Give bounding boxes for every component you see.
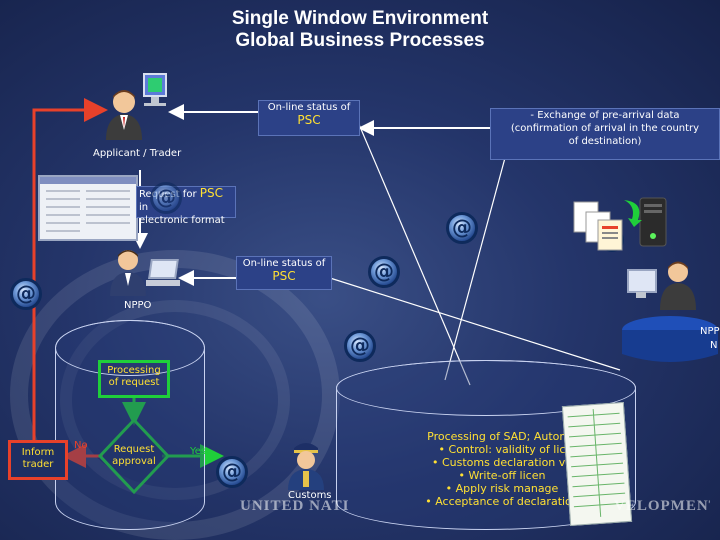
footer-right-text: VELOPMENT <box>614 498 710 514</box>
page-title: Single Window Environment Global Busines… <box>0 8 720 52</box>
download-arrow-icon <box>620 198 646 233</box>
nppo-label: NPPO <box>124 300 152 311</box>
at-icon: @ <box>216 456 248 488</box>
processing-request-box: Processing of request <box>98 360 170 398</box>
sad-form-sheet-icon <box>561 401 633 527</box>
sad-line-3: • Customs declaration va <box>431 456 573 469</box>
nppo-person-icon <box>108 248 148 301</box>
arrow-inform-to-applicant <box>32 98 108 440</box>
request-approval-label: Request approval <box>112 444 156 467</box>
sad-line-4: • Write-off licen <box>458 469 546 482</box>
callout-online-status-top: On-line status of PSC <box>258 100 360 136</box>
customs-database-top <box>336 360 636 416</box>
nppo-right-label-2: N <box>710 340 718 351</box>
sad-line-2: • Control: validity of lic <box>438 443 566 456</box>
callout-text: On-line status of <box>267 102 351 113</box>
at-icon: @ <box>150 182 182 214</box>
callout-text: On-line status of <box>242 258 326 269</box>
exchange-line-1: - Exchange of pre-arrival data <box>530 110 680 121</box>
electronic-form-thumbnail <box>38 175 138 241</box>
documents-icon <box>572 200 628 257</box>
un-footer-banner: UNITED NATI VELOPMENT <box>240 498 710 520</box>
at-icon: @ <box>368 256 400 288</box>
request-text-c: in <box>139 202 149 213</box>
nppo-right-label-1: NPP <box>700 326 720 337</box>
no-label: No <box>74 440 88 451</box>
exchange-line-2: (confirmation of arrival in the country <box>510 123 700 134</box>
request-highlight: PSC <box>199 186 223 200</box>
computer-icon <box>140 72 170 113</box>
sad-processing-text: Processing of SAD; Automa • Control: val… <box>402 430 602 508</box>
customs-label: Customs <box>288 490 332 501</box>
line-exchange-to-db <box>444 131 513 381</box>
title-line-1: Single Window Environment <box>231 8 489 29</box>
request-line-2: electronic format <box>139 215 225 226</box>
applicant-person-icon <box>102 88 146 145</box>
nppo-database-top <box>55 320 205 376</box>
sad-line-1: Processing of SAD; Automa <box>427 430 577 443</box>
agent-at-desk-icon <box>620 258 720 373</box>
at-icon: @ <box>10 278 42 310</box>
line-status-to-agent <box>329 277 621 371</box>
line-status-to-db <box>354 114 471 386</box>
at-icon: @ <box>446 212 478 244</box>
callout-online-status-mid: On-line status of PSC <box>236 256 332 290</box>
inform-trader-box: Inform trader <box>8 440 68 480</box>
sad-line-6: • Acceptance of declaration <box>425 495 579 508</box>
customs-officer-icon <box>286 438 326 495</box>
footer-left-text: UNITED NATI <box>240 498 350 514</box>
inform-trader-label: Inform trader <box>21 447 55 470</box>
applicant-label: Applicant / Trader <box>93 148 182 159</box>
title-line-2: Global Business Processes <box>235 30 485 51</box>
at-icon: @ <box>344 330 376 362</box>
yes-label: Yes <box>190 446 207 457</box>
laptop-icon <box>146 258 182 295</box>
callout-exchange: - Exchange of pre-arrival data (confirma… <box>490 108 720 160</box>
callout-highlight: PSC <box>272 269 296 283</box>
sad-line-5: • Apply risk manage <box>445 482 559 495</box>
server-icon <box>638 196 668 253</box>
exchange-line-3: of destination) <box>568 136 642 147</box>
processing-request-label: Processing of request <box>107 365 161 388</box>
callout-highlight: PSC <box>297 113 321 127</box>
